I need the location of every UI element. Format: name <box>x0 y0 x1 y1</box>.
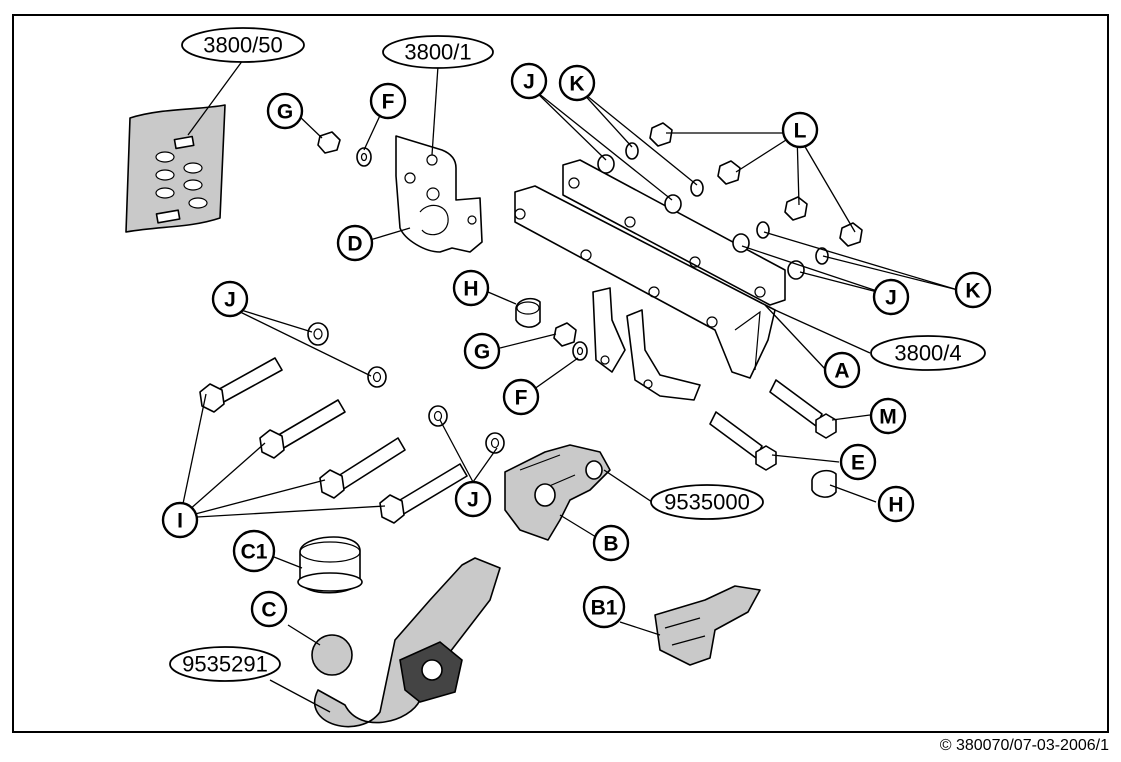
spacer-h-center <box>515 297 541 328</box>
callout-d: D <box>336 224 374 262</box>
callout-k-right-label: K <box>965 280 980 303</box>
callout-l-label: L <box>794 120 807 143</box>
callout-k-top: K <box>558 64 596 102</box>
callout-g-center: G <box>463 332 501 370</box>
copyright-notice: © 380070/07-03-2006/1 <box>939 737 1109 754</box>
ref-3800-50: 3800/50 <box>181 27 305 63</box>
callout-g-upper: G <box>266 92 304 130</box>
ref-9535000-text: 9535000 <box>664 490 750 515</box>
callout-i-label: I <box>177 510 183 533</box>
crossbar-frame <box>514 185 776 401</box>
callout-j-top-label: J <box>523 71 535 94</box>
callout-f-upper: F <box>369 82 407 120</box>
ref-9535000: 9535000 <box>650 484 764 520</box>
callout-c-label: C <box>261 599 276 622</box>
ref-9535291-text: 9535291 <box>182 652 268 677</box>
washer-f-upper <box>356 147 372 167</box>
callout-e: E <box>839 443 877 481</box>
ref-3800-50-text: 3800/50 <box>203 33 283 58</box>
callout-c1: C1 <box>232 529 276 573</box>
callout-h-center: H <box>452 269 490 307</box>
callout-k-right: K <box>954 271 992 309</box>
callout-j-left-label: J <box>224 289 236 312</box>
washer-f-center <box>572 341 588 361</box>
callout-f-upper-label: F <box>382 91 395 114</box>
callout-i: I <box>161 501 199 539</box>
callout-g-center-label: G <box>474 341 490 364</box>
ref-3800-1-text: 3800/1 <box>404 40 471 65</box>
callout-b-label: B <box>603 533 618 556</box>
callout-j-bottom: J <box>454 480 492 518</box>
callout-d-label: D <box>347 233 362 256</box>
callout-m: M <box>869 397 907 435</box>
callout-g-upper-label: G <box>277 101 293 124</box>
callout-h-right-label: H <box>888 494 903 517</box>
tow-ball-neck <box>311 557 501 728</box>
callout-c1-label: C1 <box>241 541 268 564</box>
socket-bracket <box>654 585 761 666</box>
callout-k-top-label: K <box>569 73 584 96</box>
callout-m-label: M <box>879 406 897 429</box>
callout-a-label: A <box>834 360 849 383</box>
callout-f-center-label: F <box>515 387 528 410</box>
ref-9535291: 9535291 <box>169 646 281 682</box>
callout-j-bottom-label: J <box>467 489 479 512</box>
callout-e-label: E <box>851 452 865 475</box>
callout-f-center: F <box>502 378 540 416</box>
callout-b1: B1 <box>582 585 626 629</box>
bolts-i <box>199 357 468 524</box>
swivel-bracket <box>504 444 611 541</box>
ball-cap <box>297 536 363 594</box>
callout-j-left: J <box>211 280 249 318</box>
bolts-m-e <box>709 379 837 498</box>
left-washers <box>307 322 505 454</box>
callout-h-center-label: H <box>463 278 478 301</box>
ref-3800-1: 3800/1 <box>382 35 494 69</box>
callout-j-top: J <box>510 62 548 100</box>
callout-j-right-label: J <box>885 287 897 310</box>
callout-c: C <box>250 590 288 628</box>
ref-3800-4: 3800/4 <box>870 335 986 371</box>
callout-l: L <box>781 111 819 149</box>
side-plate-rear <box>562 159 786 306</box>
callout-a: A <box>823 351 861 389</box>
callout-j-right: J <box>872 278 910 316</box>
callout-b1-label: B1 <box>591 597 618 620</box>
nut-g-center <box>553 322 577 347</box>
socket-plate <box>395 135 483 253</box>
callout-b: B <box>592 524 630 562</box>
ref-3800-4-text: 3800/4 <box>894 341 961 366</box>
fastener-kit-card <box>125 104 226 233</box>
nut-g-upper <box>317 131 341 154</box>
callout-h-right: H <box>877 485 915 523</box>
